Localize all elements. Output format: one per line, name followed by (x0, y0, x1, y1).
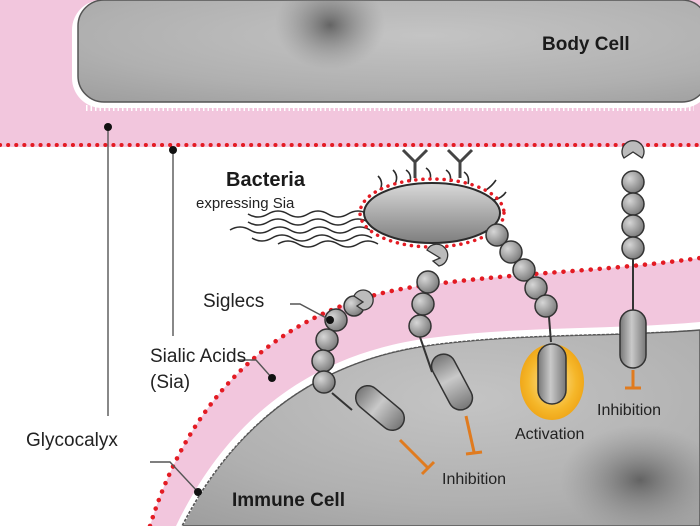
immune-cell-nucleus (560, 425, 700, 526)
siglec-activating (485, 223, 584, 420)
glycocalyx-label: Glycocalyx (26, 430, 118, 451)
sialic-acids-abbr: (Sia) (150, 372, 190, 393)
activation-label: Activation (515, 426, 584, 443)
siglec-receptors (311, 140, 647, 476)
leader-lines (107, 127, 331, 493)
body-cell: Body Cell (0, 0, 700, 147)
bacteria-sublabel: expressing Sia (196, 195, 295, 212)
bacteria-label: Bacteria (226, 169, 306, 191)
siglec-middle (408, 243, 483, 456)
inhibition-symbol-right (625, 370, 641, 390)
leader-dots (104, 123, 334, 496)
inhibition-symbol-left (398, 438, 436, 476)
bacteria-receptors (401, 148, 474, 178)
siglec-right (619, 140, 647, 390)
immune-cell-label: Immune Cell (232, 490, 345, 511)
bacteria-flagella (229, 167, 507, 248)
body-cell-label: Body Cell (542, 34, 630, 55)
inhibition-label-right: Inhibition (597, 402, 661, 419)
inhibition-label-left: Inhibition (442, 471, 506, 488)
inhibition-symbol-middle (464, 415, 483, 456)
bacteria-body (363, 182, 501, 244)
immune-cell-sialic-acids (147, 255, 700, 526)
siglec-left (311, 289, 436, 476)
siglecs-label: Siglecs (203, 291, 264, 312)
body-cell-nucleus (275, 0, 385, 70)
sialic-acids-label: Sialic Acids (150, 346, 246, 367)
bacteria: Bacteria expressing Sia (196, 148, 507, 249)
